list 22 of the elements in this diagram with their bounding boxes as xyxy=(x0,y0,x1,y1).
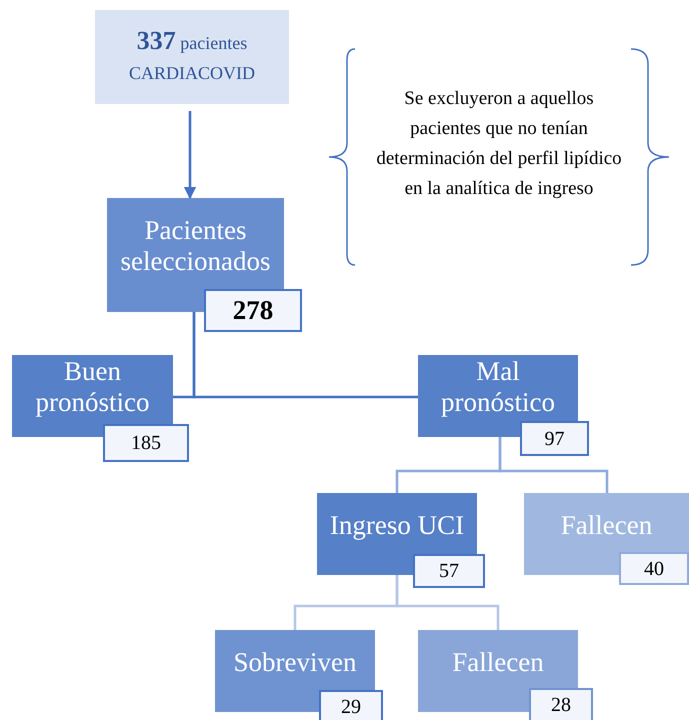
connector-line xyxy=(192,312,418,398)
box-label: 337 pacientes CARDIACOVID xyxy=(128,26,256,85)
box-label: Fallecen xyxy=(560,508,654,542)
count-box: 185 xyxy=(103,424,189,462)
count-box: 40 xyxy=(619,552,689,585)
box-label: Buen pronóstico xyxy=(34,357,150,417)
arrow xyxy=(184,111,196,200)
box-label: Pacientes seleccionados xyxy=(120,214,272,278)
connector-line xyxy=(396,575,500,630)
count-box: 97 xyxy=(520,421,589,456)
box-label: Fallecen xyxy=(451,646,545,678)
count-box: 278 xyxy=(204,289,302,332)
box-label: Sobreviven xyxy=(232,646,358,678)
count-box: 57 xyxy=(413,554,485,588)
process-box xyxy=(95,10,289,104)
box-label: Mal pronóstico xyxy=(440,357,556,417)
count-box: 29 xyxy=(319,690,383,720)
bracketed-note xyxy=(328,48,670,266)
connector-line xyxy=(498,437,608,493)
note-text: Se excluyeron a aquellos pacientes que no tenían determinación del perfil lipídico en la analítica de ingreso xyxy=(375,87,623,201)
box-label: Ingreso UCI xyxy=(328,508,466,542)
count-box: 28 xyxy=(529,688,593,720)
